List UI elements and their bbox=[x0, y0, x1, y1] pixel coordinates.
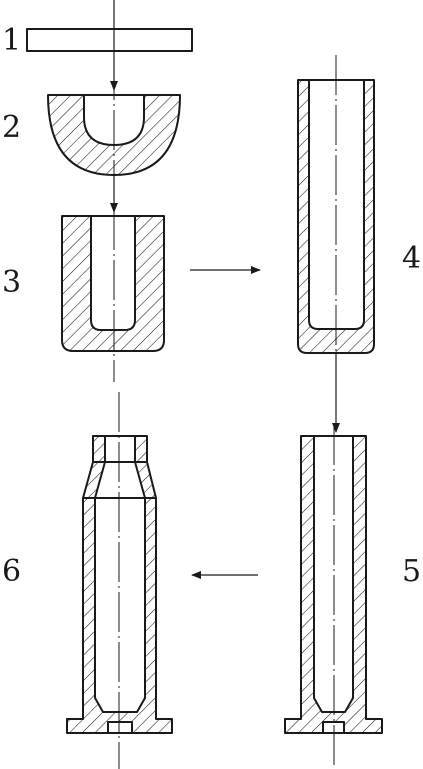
stage-3-first-draw-cup bbox=[61, 215, 165, 352]
stage-label-4: 4 bbox=[402, 241, 422, 276]
stage-label-6: 6 bbox=[2, 554, 22, 589]
stage-label-1: 1 bbox=[2, 23, 22, 58]
stage-6-necked-tube bbox=[66, 435, 173, 734]
stage-1-blank bbox=[26, 28, 193, 52]
stage-label-2: 2 bbox=[2, 110, 22, 145]
stage-label-3: 3 bbox=[2, 265, 22, 300]
stage-label-5: 5 bbox=[402, 554, 422, 589]
